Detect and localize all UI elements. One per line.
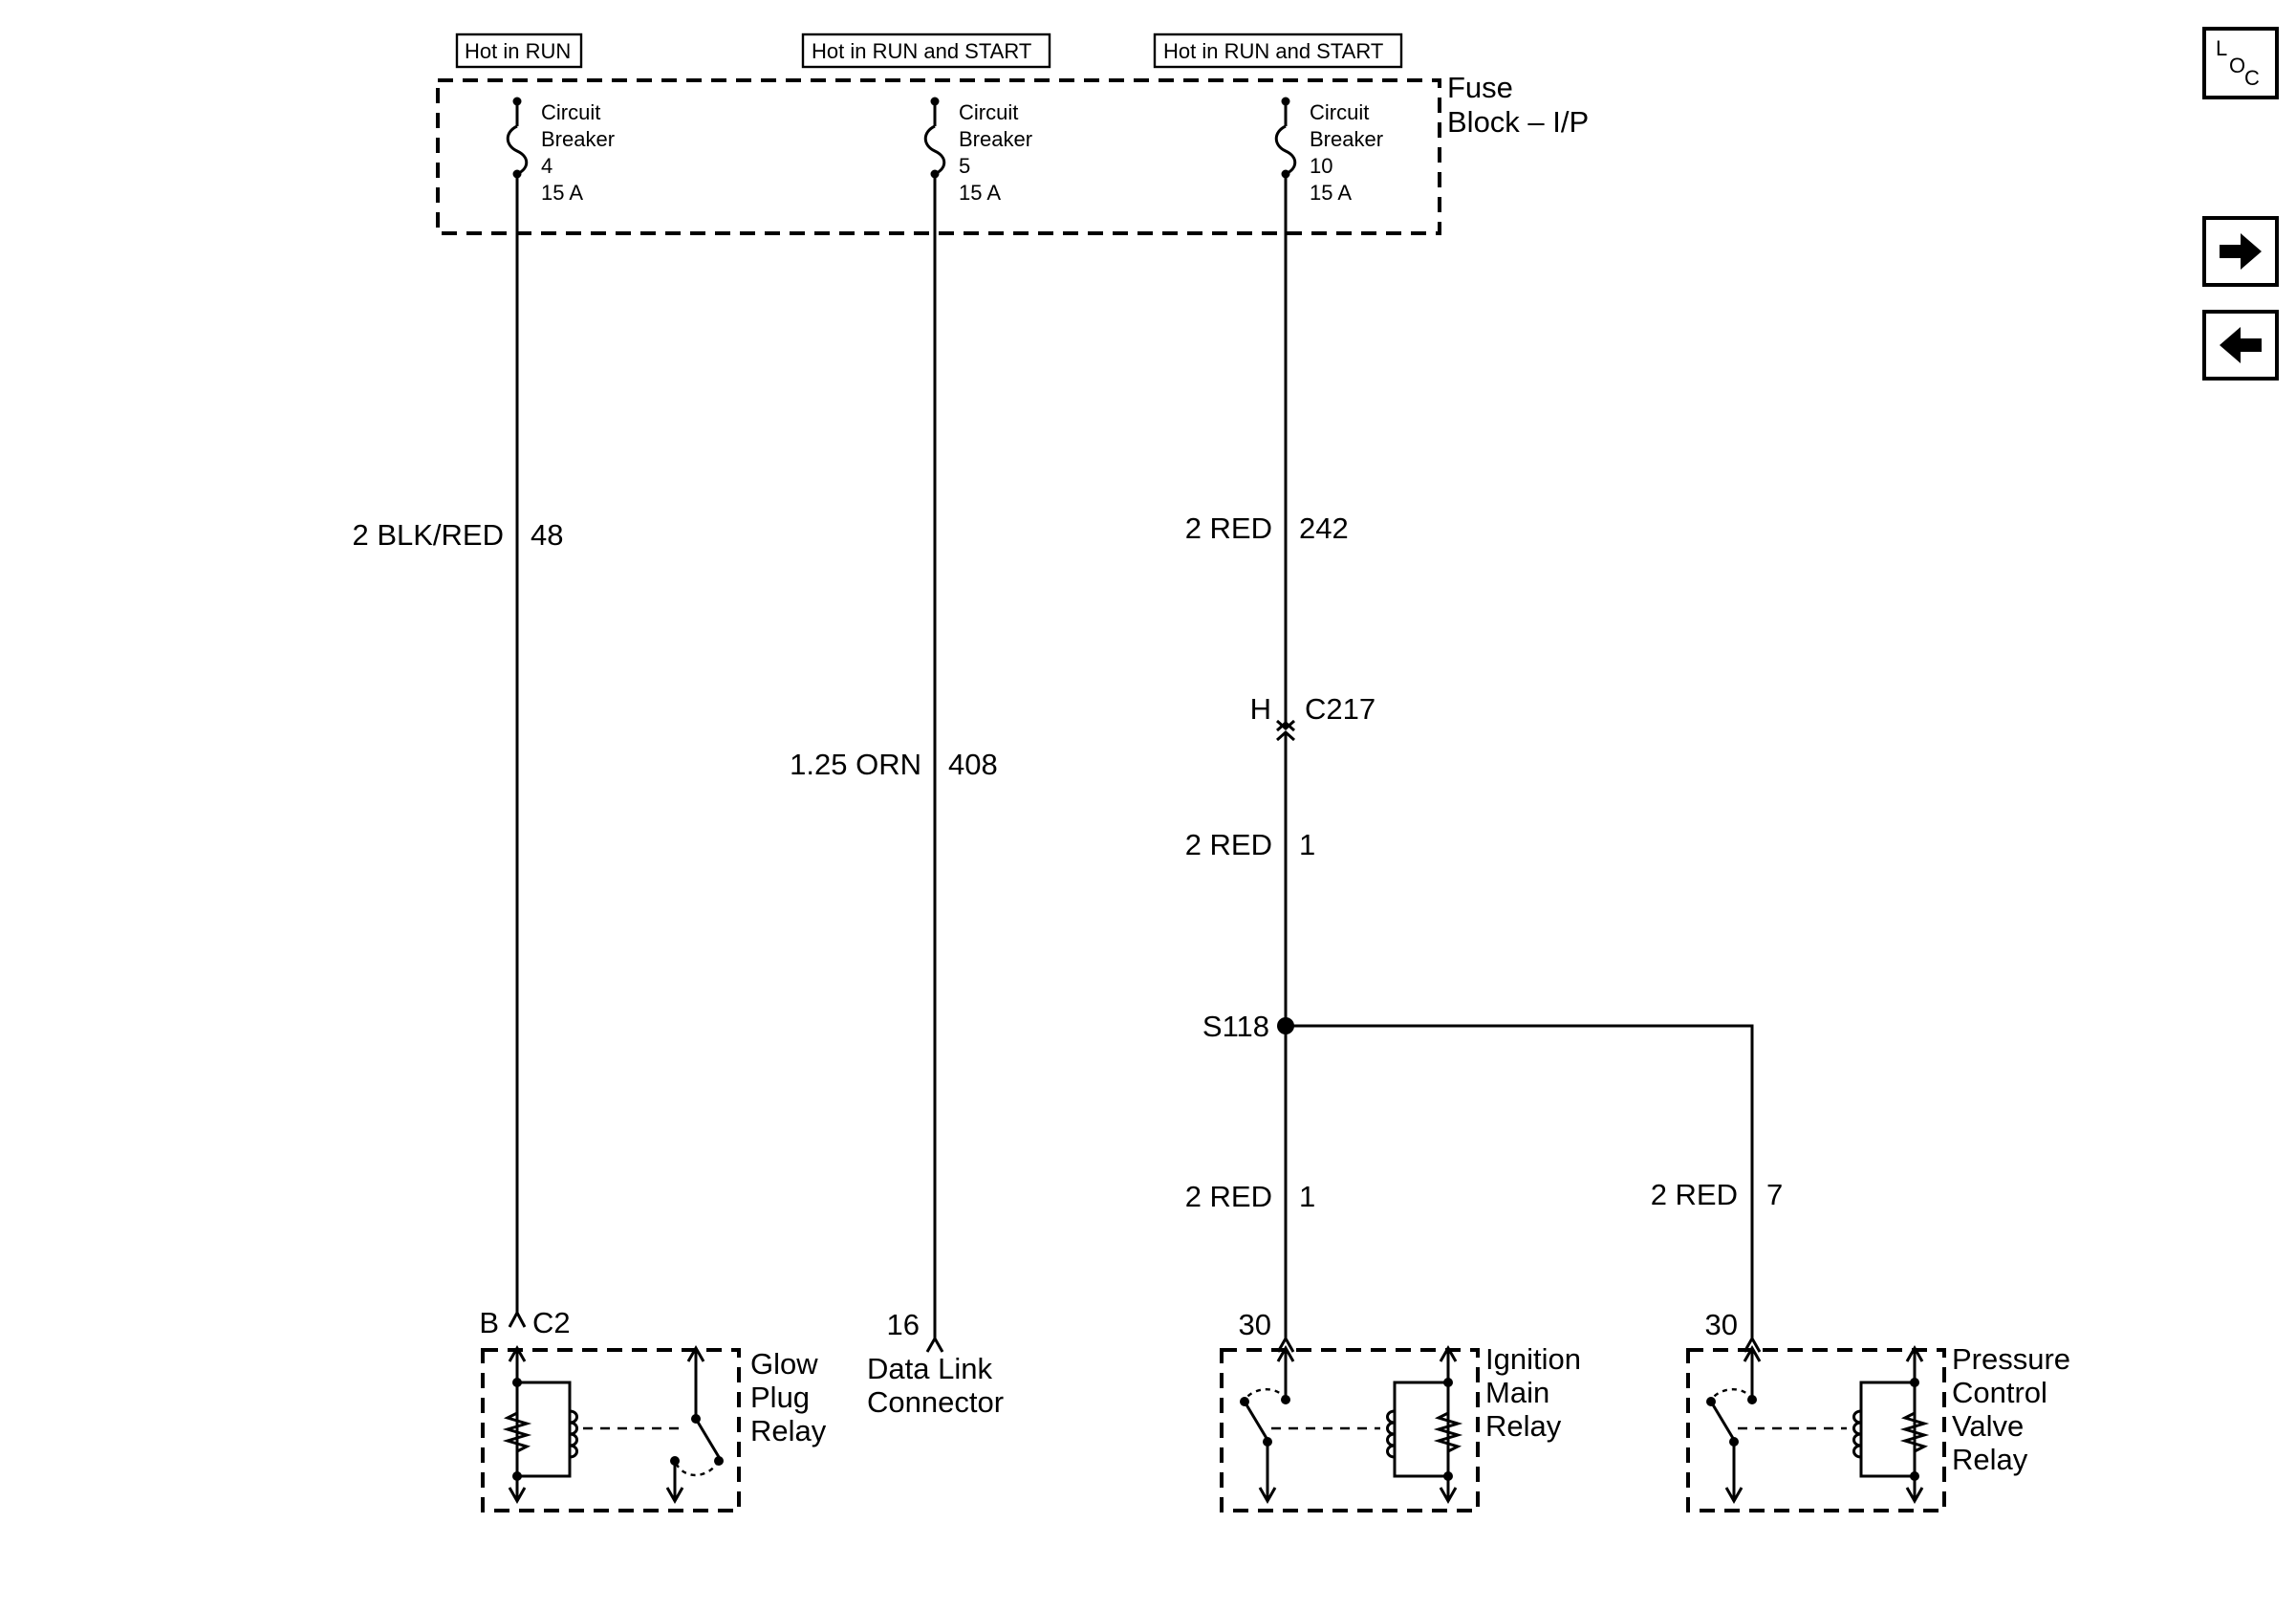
breaker-10-number: 10: [1310, 154, 1332, 178]
glow-plug-relay-label-line2: Plug: [750, 1381, 810, 1414]
breaker-4-rating: 15 A: [541, 181, 583, 205]
breaker-5-rating: 15 A: [959, 181, 1001, 205]
splice-s118-label: S118: [1202, 1010, 1269, 1043]
breaker-10-label-line2: Breaker: [1310, 127, 1383, 151]
wire-1-lower-color: 2 RED: [1185, 1180, 1272, 1213]
location-button-l: L: [2216, 36, 2227, 60]
breaker-10-label-line1: Circuit: [1310, 100, 1369, 124]
circuit-breaker-4: Circuit Breaker 4 15 A: [506, 97, 615, 205]
breaker-5-label-line1: Circuit: [959, 100, 1018, 124]
pressure-control-relay-label-line1: Pressure: [1952, 1342, 2070, 1376]
ignition-main-relay-label-line3: Relay: [1485, 1409, 1562, 1443]
connector-c2-pin: B: [479, 1306, 499, 1339]
breaker-5-label-line2: Breaker: [959, 127, 1032, 151]
glow-plug-relay: [481, 1344, 741, 1512]
wire-408-color: 1.25 ORN: [790, 748, 921, 781]
arrow-right-icon: [2220, 233, 2262, 270]
location-button[interactable]: L O C: [2202, 27, 2279, 99]
wire-7: [1286, 1024, 1762, 1353]
pressure-control-relay-label-line3: Valve: [1952, 1409, 2024, 1443]
ignition-main-relay-pin: 30: [1239, 1308, 1271, 1341]
data-link-label-line1: Data Link: [867, 1352, 992, 1385]
wire-408-circuit: 408: [948, 748, 998, 781]
wire-1-upper-circuit: 1: [1299, 828, 1315, 861]
power-label-cb10-text: Hot in RUN and START: [1163, 39, 1383, 63]
location-button-o: O: [2229, 54, 2245, 77]
data-link-label-line2: Connector: [867, 1385, 1004, 1419]
wire-7-color: 2 RED: [1651, 1178, 1738, 1211]
wire-242: [1276, 174, 1295, 731]
breaker-10-rating: 15 A: [1310, 181, 1352, 205]
pressure-control-relay-pin: 30: [1705, 1308, 1738, 1341]
circuit-breaker-10: Circuit Breaker 10 15 A: [1274, 97, 1383, 205]
fuse-block-label-line2: Block – I/P: [1447, 105, 1589, 139]
power-label-cb5: Hot in RUN and START: [801, 33, 1051, 69]
fuse-block-label-line1: Fuse: [1447, 71, 1513, 104]
wire-242-color: 2 RED: [1185, 511, 1272, 545]
fuse-block-outline: [436, 78, 1441, 235]
wire-48-color: 2 BLK/RED: [352, 518, 504, 552]
previous-page-button[interactable]: [2202, 310, 2279, 381]
wire-242-circuit: 242: [1299, 511, 1349, 545]
breaker-4-label-line1: Circuit: [541, 100, 600, 124]
wire-7-circuit: 7: [1766, 1178, 1783, 1211]
power-label-cb5-text: Hot in RUN and START: [812, 39, 1031, 63]
circuit-breaker-5: Circuit Breaker 5 15 A: [923, 97, 1032, 205]
wire-408: [925, 174, 944, 1353]
connector-c217-name: C217: [1305, 692, 1375, 726]
breaker-5-number: 5: [959, 154, 970, 178]
glow-plug-relay-label-line3: Relay: [750, 1414, 827, 1447]
arrow-left-icon: [2220, 327, 2262, 363]
power-label-cb4: Hot in RUN: [455, 33, 583, 69]
breaker-4-label-line2: Breaker: [541, 127, 615, 151]
wire-1-upper-color: 2 RED: [1185, 828, 1272, 861]
connector-c217-pin: H: [1250, 692, 1271, 726]
ignition-main-relay-label-line2: Main: [1485, 1376, 1549, 1409]
next-page-button[interactable]: [2202, 216, 2279, 287]
data-link-pin: 16: [887, 1308, 920, 1341]
wire-1-lower-circuit: 1: [1299, 1180, 1315, 1213]
breaker-4-number: 4: [541, 154, 552, 178]
pressure-control-relay-label-line2: Control: [1952, 1376, 2047, 1409]
glow-plug-relay-label-line1: Glow: [750, 1347, 818, 1381]
ignition-main-relay: [1220, 1344, 1480, 1512]
ignition-main-relay-label-line1: Ignition: [1485, 1342, 1581, 1376]
pressure-control-relay-label-line4: Relay: [1952, 1443, 2028, 1476]
power-label-cb10: Hot in RUN and START: [1153, 33, 1403, 69]
pressure-control-valve-relay: [1686, 1344, 1946, 1512]
connector-c2-name: C2: [532, 1306, 571, 1339]
wire-1-lower: [1276, 1026, 1295, 1353]
wire-48: [508, 174, 527, 1328]
wire-48-circuit: 48: [531, 518, 563, 552]
location-button-c: C: [2244, 66, 2260, 90]
power-label-cb4-text: Hot in RUN: [465, 39, 571, 63]
